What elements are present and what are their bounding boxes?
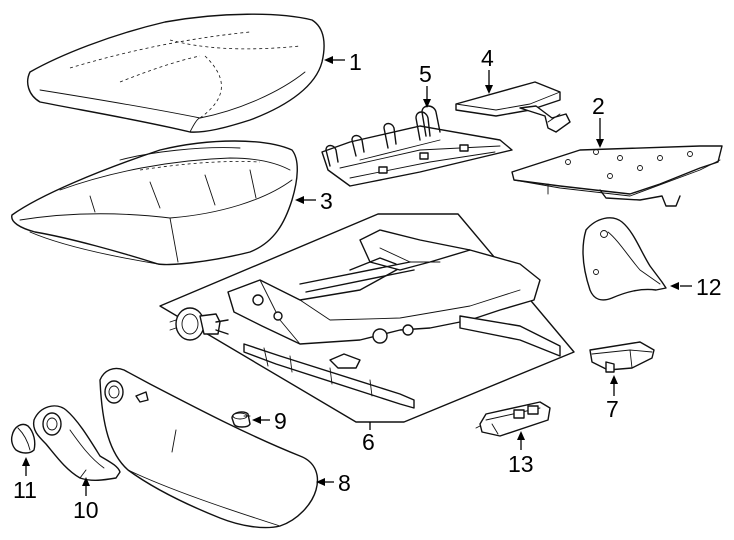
callout-11: 11 — [13, 477, 37, 503]
callout-2: 2 — [592, 93, 605, 119]
part-seat-frame-assembly — [159, 213, 575, 423]
callout-1: 1 — [349, 49, 362, 75]
callout-labels: 1 2 3 4 5 6 7 8 9 10 11 12 13 — [13, 45, 722, 523]
part-lever-trim — [32, 405, 121, 481]
part-seat-cushion-cover — [27, 13, 325, 133]
part-end-cap — [10, 423, 36, 454]
part-bracket-cover — [582, 217, 667, 301]
callout-4: 4 — [481, 45, 494, 71]
seat-motor — [169, 307, 229, 341]
part-bracket — [455, 81, 571, 133]
callout-7: 7 — [606, 396, 619, 422]
part-clip — [231, 411, 251, 428]
callout-5: 5 — [419, 61, 432, 87]
callout-10: 10 — [73, 497, 99, 523]
callout-13: 13 — [508, 451, 534, 477]
leader-lines — [22, 56, 692, 496]
part-mounting-plate — [511, 145, 723, 207]
callout-9: 9 — [274, 408, 287, 434]
part-wire-frame — [321, 105, 513, 187]
part-cushion-pad — [11, 140, 298, 266]
part-switch — [475, 401, 551, 437]
callout-6: 6 — [362, 429, 375, 455]
callout-12: 12 — [696, 274, 722, 300]
part-knob — [589, 341, 655, 373]
part-side-shield — [99, 367, 319, 529]
callout-3: 3 — [320, 188, 333, 214]
callout-8: 8 — [338, 470, 351, 496]
